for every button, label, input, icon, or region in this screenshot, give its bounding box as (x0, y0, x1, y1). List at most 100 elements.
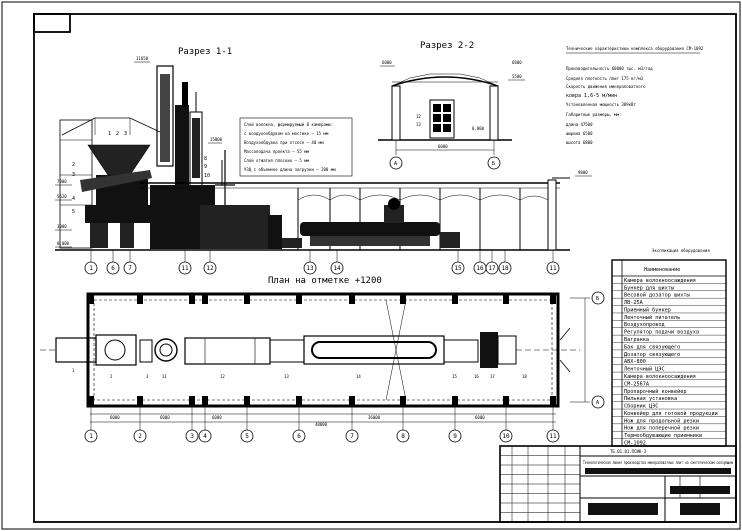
column-marker (452, 396, 458, 406)
plan-feed-unit (55, 337, 97, 363)
spec-row-label: Нож для продольной резки (624, 418, 699, 424)
plan-cupola (95, 334, 137, 366)
column-marker (88, 396, 94, 406)
plan-curing-oven (303, 335, 445, 365)
section-1-callouts: 2 3 4 5 1 2 3 8 9 10 (72, 131, 210, 215)
level-mark: 9800 (578, 170, 588, 175)
mat-note-line: Массоподача проекта — 55 мм (244, 149, 310, 154)
axis-label: 8 (401, 433, 405, 440)
plan-label: 12 (220, 374, 225, 379)
axis-label: 7 (128, 265, 132, 272)
discharge-tower (156, 65, 174, 167)
axis-bubble: 8 (396, 429, 410, 443)
level-mark: 0,000 (472, 126, 485, 131)
callout-label: 13 (416, 122, 421, 127)
inner-frame (33, 13, 737, 523)
mat-note-line: с воздухообдувом на мостике — 15 мм (244, 131, 329, 136)
spec-row-label: АВХ-800 (624, 359, 646, 365)
axis-label: 4 (203, 433, 207, 440)
wall-b (489, 85, 499, 141)
plan-label: 14 (356, 374, 361, 379)
level-mark: 5500 (512, 74, 522, 79)
axis-label: 2 (138, 433, 142, 440)
spec-column-header: Наименование (644, 267, 680, 273)
characteristics-heading: Технические характеристики комплекса обо… (566, 46, 704, 51)
callout-label: 10 (204, 173, 210, 179)
plan-label: 15 (452, 374, 457, 379)
axis-label: 6 (111, 265, 115, 272)
axis-label: А (596, 400, 599, 406)
column-marker (296, 294, 302, 304)
plan-label: 17 (490, 374, 495, 379)
cyclone-column (175, 105, 189, 195)
plan-dimension: 6000 (212, 415, 222, 420)
level-mark: 0,000 (57, 241, 70, 246)
plan-dimension: 6000 (160, 415, 170, 420)
spec-row-label: ЛВ-25А (624, 300, 644, 306)
section-2-roof (391, 76, 499, 87)
axis-bubble: 6 (106, 261, 120, 275)
mat-note-line: Слой волокна, формируемый 8 камерами: (244, 122, 333, 127)
title-block: ТБ.01.01.ПСИК-3 Технологическая линия пр… (499, 445, 737, 523)
characteristics-line: Производительность 60000 тыс. м3/год (566, 66, 653, 71)
spec-row-label: Пильная установка (624, 396, 677, 402)
column-marker (503, 396, 509, 406)
spec-heading: Экспликация оборудования (652, 248, 710, 253)
column-marker (202, 396, 208, 406)
axis-label: 1 (89, 433, 93, 440)
section-1-1: Слой волокна, формируемый 8 камерами: с … (55, 56, 570, 251)
column-marker (349, 396, 355, 406)
section-2-dimension: 6000 (438, 144, 448, 149)
level-mark: 6800 (382, 60, 392, 65)
spec-row-label: Бункер для шихты (624, 285, 674, 291)
characteristics-line: ковра 1,6-5 м/мин (566, 93, 617, 99)
plan-label: 18 (522, 374, 527, 379)
axis-bubble: 7 (345, 429, 359, 443)
axis-label: 17 (488, 265, 496, 272)
axis-bubble: 15 (451, 261, 465, 275)
specification-table: Экспликация оборудования Наименование Ка… (611, 248, 727, 447)
axis-bubble: 2 (133, 429, 147, 443)
column-marker (452, 294, 458, 304)
column-marker (244, 294, 250, 304)
polymerization-oven (300, 222, 440, 236)
column-marker (189, 294, 195, 304)
callout-label: 4 (72, 196, 75, 202)
axis-label: 18 (501, 265, 509, 272)
callout-label: 2 (116, 131, 119, 137)
right-end-wall (547, 179, 557, 251)
axis-label: Б (596, 296, 599, 302)
axis-label: 11 (549, 265, 557, 272)
axis-bubble: 5 (240, 429, 254, 443)
axis-bubble: 10 (499, 429, 513, 443)
column-marker (189, 396, 195, 406)
column-marker (550, 396, 556, 406)
section-2-gate (429, 99, 455, 139)
plan-label: 11 (162, 374, 167, 379)
plan-fiber-chamber (184, 337, 271, 365)
plan-label: 13 (284, 374, 289, 379)
plan-columns (88, 294, 556, 406)
plan-title: План на отметке +1200 (268, 276, 382, 286)
plan-view: Б А 1 2 3 11 12 13 14 15 16 17 18 6000 6… (40, 291, 605, 427)
plan-label: 16 (474, 374, 479, 379)
spec-row-label: Нож для поперечной резки (624, 426, 699, 432)
column-marker (503, 294, 509, 304)
axis-label: 5 (245, 433, 249, 440)
callout-label: 3 (72, 172, 75, 178)
axis-bubble: 1 (84, 261, 98, 275)
axis-label: 10 (502, 433, 510, 440)
plan-dimension: 6000 (475, 415, 485, 420)
spec-row-label: Термообдувающие приемники (624, 432, 702, 439)
axis-label: Б (492, 161, 495, 167)
spec-row-label: СМ-1092 (624, 441, 646, 447)
axis-bubble: 18 (498, 261, 512, 275)
level-mark: 11650 (136, 56, 149, 61)
column-marker (400, 396, 406, 406)
characteristics-line: Габаритные размеры, мм: (566, 112, 621, 117)
section-2-2: 6000 А Б 6800 6800 5500 0,000 9800 12 13 (378, 60, 592, 177)
axis-bubble: 3 (185, 429, 199, 443)
